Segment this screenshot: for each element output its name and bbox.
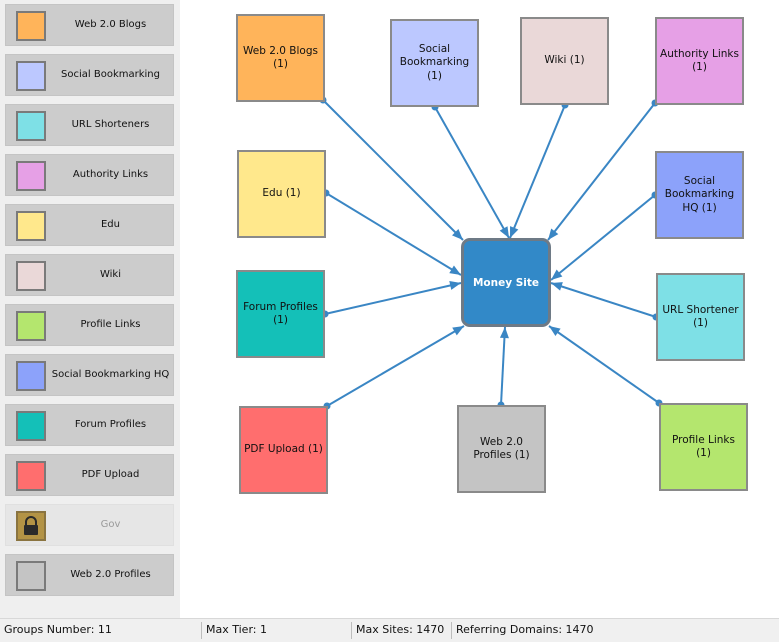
node-forum-profiles[interactable]: Forum Profiles (1) (236, 270, 325, 358)
edge-social-bookmarking (434, 106, 510, 239)
group-label: Forum Profiles (74, 419, 147, 430)
color-swatch (16, 61, 46, 91)
node-url-shortener[interactable]: URL Shortener (1) (656, 273, 745, 361)
color-swatch (16, 161, 46, 191)
node-label: Wiki (1) (544, 54, 585, 67)
status-divider (351, 622, 352, 639)
arrowhead-forum-profiles (449, 281, 461, 290)
edge-forum-profiles (324, 282, 462, 315)
node-social-bookmarking-hq[interactable]: Social Bookmarking HQ (1) (655, 151, 744, 239)
group-button-wiki[interactable]: Wiki (5, 254, 174, 296)
arrowhead-edu (449, 265, 461, 275)
node-social-bookmarking[interactable]: Social Bookmarking (1) (390, 19, 479, 107)
node-pdf-upload[interactable]: PDF Upload (1) (239, 406, 328, 494)
group-button-profile-links[interactable]: Profile Links (5, 304, 174, 346)
node-label: Social Bookmarking (1) (399, 43, 470, 82)
node-label: Edu (1) (262, 187, 301, 200)
status-divider (451, 622, 452, 639)
edge-web20-profiles (500, 326, 506, 406)
color-swatch (16, 361, 46, 391)
node-authority-links[interactable]: Authority Links (1) (655, 17, 744, 105)
node-label: Money Site (472, 276, 540, 289)
node-label: Web 2.0 Profiles (1) (473, 435, 530, 461)
node-label: URL Shortener (1) (662, 303, 739, 329)
node-label: Web 2.0 Blogs (1) (243, 44, 318, 70)
group-label: Profile Links (80, 319, 141, 330)
group-label: Social Bookmarking HQ (51, 369, 170, 380)
status-groups-number: Groups Number: 11 (4, 623, 112, 636)
group-button-forum-profiles[interactable]: Forum Profiles (5, 404, 174, 446)
group-label: Wiki (99, 269, 121, 280)
color-swatch (16, 461, 46, 491)
group-button-edu[interactable]: Edu (5, 204, 174, 246)
group-label: Authority Links (72, 169, 149, 180)
edge-edu (325, 192, 462, 276)
group-button-web20-blogs[interactable]: Web 2.0 Blogs (5, 4, 174, 46)
group-label: Social Bookmarking (61, 69, 160, 80)
node-label: Social Bookmarking HQ (1) (664, 175, 735, 214)
edge-layer (319, 96, 663, 410)
arrowhead-web20-profiles (499, 327, 509, 339)
status-max-tier: Max Tier: 1 (206, 623, 267, 636)
edge-wiki (509, 104, 566, 239)
arrowhead-pdf-upload (452, 326, 464, 336)
arrowhead-web20-blogs (452, 229, 463, 240)
color-swatch (16, 311, 46, 341)
color-swatch (16, 261, 46, 291)
color-swatch (16, 111, 46, 141)
node-label: Profile Links (1) (672, 433, 735, 459)
arrowhead-profile-links (549, 326, 561, 336)
node-wiki[interactable]: Wiki (1) (520, 17, 609, 105)
status-referring-domains: Referring Domains: 1470 (456, 623, 594, 636)
status-divider (201, 622, 202, 639)
group-button-authority-links[interactable]: Authority Links (5, 154, 174, 196)
edge-pdf-upload (326, 325, 465, 407)
node-label: Forum Profiles (1) (243, 300, 318, 326)
color-swatch (16, 11, 46, 41)
node-label: PDF Upload (1) (244, 443, 323, 456)
group-button-url-shorteners[interactable]: URL Shorteners (5, 104, 174, 146)
arrowhead-url-shortener (551, 282, 563, 291)
group-button-social-bookmarking-hq[interactable]: Social Bookmarking HQ (5, 354, 174, 396)
edge-social-bookmarking-hq (550, 194, 656, 281)
edge-web20-blogs (322, 99, 464, 241)
arrowhead-wiki (510, 226, 519, 238)
arrowhead-authority-links (548, 228, 559, 240)
group-button-pdf-upload[interactable]: PDF Upload (5, 454, 174, 496)
edge-url-shortener (550, 282, 657, 318)
color-swatch (16, 211, 46, 241)
group-button-web20-profiles[interactable]: Web 2.0 Profiles (5, 554, 174, 596)
node-web20-profiles[interactable]: Web 2.0 Profiles (1) (457, 405, 546, 493)
edge-profile-links (548, 325, 660, 404)
group-button-gov: Gov (5, 504, 174, 546)
arrowhead-social-bookmarking-hq (551, 269, 563, 280)
arrowhead-social-bookmarking (499, 226, 509, 238)
group-label: Edu (100, 219, 120, 230)
node-edu[interactable]: Edu (1) (237, 150, 326, 238)
group-sidebar: Web 2.0 Blogs Social Bookmarking URL Sho… (0, 0, 180, 618)
status-max-sites: Max Sites: 1470 (356, 623, 445, 636)
group-label: URL Shorteners (71, 119, 150, 130)
node-money-site[interactable]: Money Site (461, 238, 551, 327)
color-swatch (16, 561, 46, 591)
color-swatch (16, 411, 46, 441)
diagram-canvas: Web 2.0 Blogs (1) Social Bookmarking (1)… (180, 0, 779, 618)
node-web20-blogs[interactable]: Web 2.0 Blogs (1) (236, 14, 325, 102)
group-label: PDF Upload (81, 469, 140, 480)
group-label: Gov (100, 519, 121, 530)
node-label: Authority Links (1) (660, 47, 739, 73)
group-button-social-bookmarking[interactable]: Social Bookmarking (5, 54, 174, 96)
node-profile-links[interactable]: Profile Links (1) (659, 403, 748, 491)
group-label: Web 2.0 Blogs (74, 19, 147, 30)
edge-authority-links (547, 102, 656, 241)
status-bar: Groups Number: 11 Max Tier: 1 Max Sites:… (0, 618, 779, 642)
lock-icon (16, 511, 46, 541)
group-label: Web 2.0 Profiles (70, 569, 151, 580)
